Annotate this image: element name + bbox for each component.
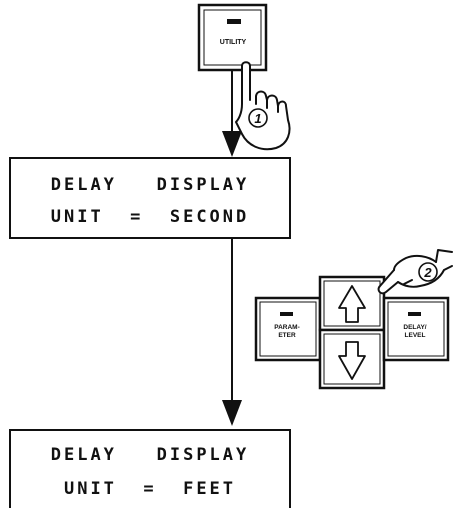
delay-level-label-line2: LEVEL xyxy=(405,332,426,339)
parameter-button[interactable]: PARAM- ETER xyxy=(254,296,322,362)
step-1-marker xyxy=(248,108,268,128)
down-arrow-button[interactable] xyxy=(318,328,386,390)
step-1-number: 1 xyxy=(254,111,261,126)
step-2-marker xyxy=(418,262,438,282)
utility-button-label: UTILITY xyxy=(220,39,247,46)
parameter-led-indicator xyxy=(280,312,293,316)
display-after-line2: UNIT = FEET xyxy=(64,479,236,499)
display-before-line1: DELAY DISPLAY xyxy=(51,175,250,195)
display-before-line2: UNIT = SECOND xyxy=(51,207,250,227)
keypad-cluster: PARAM- ETER DELAY/ LEVEL xyxy=(254,275,450,390)
utility-led-indicator xyxy=(227,19,241,24)
delay-level-button[interactable]: DELAY/ LEVEL xyxy=(382,296,450,362)
parameter-label-line2: ETER xyxy=(278,332,296,339)
up-arrow-icon xyxy=(338,285,366,323)
parameter-label-line1: PARAM- xyxy=(274,324,300,331)
arrow-down-2 xyxy=(222,238,242,426)
delay-level-label-line1: DELAY/ xyxy=(403,324,426,331)
pointing-hand-icon-step1 xyxy=(235,61,291,151)
utility-button[interactable]: UTILITY xyxy=(197,3,268,72)
display-after-line1: DELAY DISPLAY xyxy=(51,445,250,465)
up-arrow-button[interactable] xyxy=(318,275,386,332)
delay-level-led-indicator xyxy=(408,312,421,316)
pointing-hand-icon-step2 xyxy=(377,249,453,295)
display-after: DELAY DISPLAY UNIT = FEET xyxy=(9,429,291,508)
display-before: DELAY DISPLAY UNIT = SECOND xyxy=(9,157,291,239)
arrow-down-1 xyxy=(222,70,242,157)
step-2-number: 2 xyxy=(423,265,432,280)
down-arrow-icon xyxy=(338,341,366,380)
